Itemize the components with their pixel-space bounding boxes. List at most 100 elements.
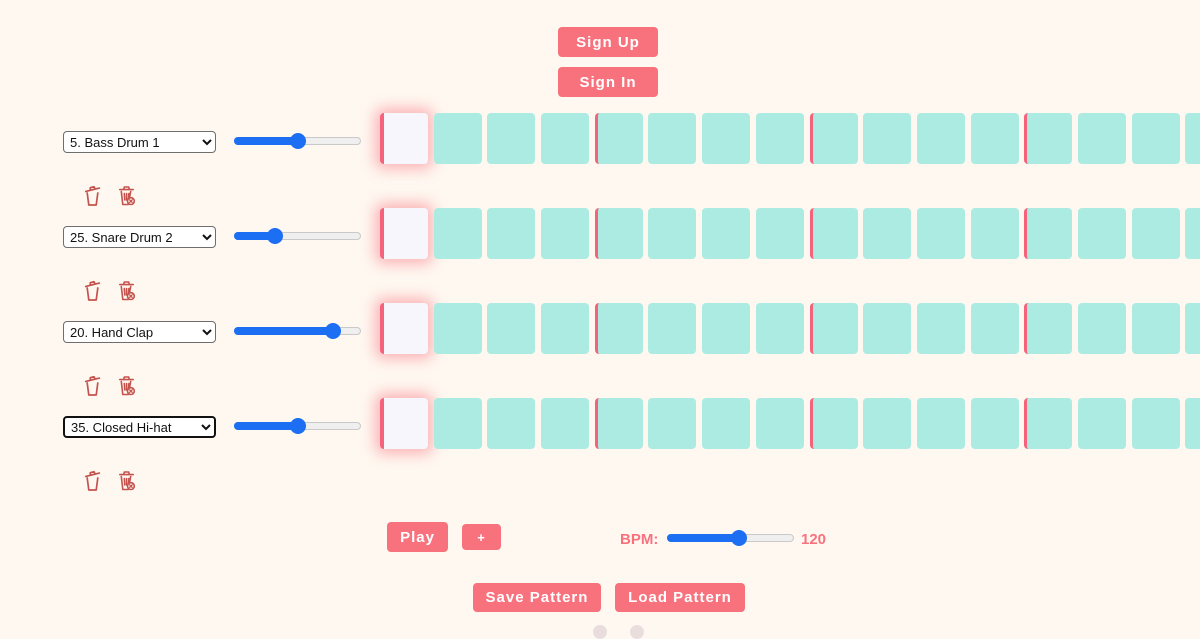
step-cell[interactable] [648,208,697,259]
bpm-slider[interactable] [667,530,794,546]
step-cell[interactable] [863,113,912,164]
step-cell[interactable] [1131,398,1180,449]
step-cell[interactable] [755,208,804,259]
delete-track-button[interactable] [116,374,137,397]
step-cell[interactable] [433,208,482,259]
instrument-select[interactable]: 25. Snare Drum 2 [63,226,216,248]
step-cell[interactable] [809,208,858,259]
step-cell[interactable] [541,398,590,449]
step-cell[interactable] [916,303,965,354]
clear-track-button[interactable] [82,469,103,492]
delete-track-button[interactable] [116,469,137,492]
trash-open-lid-icon [82,374,103,397]
clear-track-button[interactable] [82,279,103,302]
slider-thumb[interactable] [289,418,306,434]
step-cell[interactable] [1185,303,1200,354]
bpm-value: 120 [801,531,827,548]
volume-slider[interactable] [234,323,361,339]
step-cell[interactable] [380,398,428,449]
step-cell[interactable] [970,303,1019,354]
step-cell[interactable] [594,398,643,449]
delete-track-button[interactable] [116,279,137,302]
sign-up-button[interactable]: Sign Up [558,27,658,57]
step-cell[interactable] [809,303,858,354]
clipped-bottom-button[interactable] [630,625,644,639]
step-cell[interactable] [648,113,697,164]
save-pattern-button[interactable]: Save Pattern [473,583,601,612]
step-cell[interactable] [702,398,751,449]
slider-thumb[interactable] [325,323,342,339]
step-cell[interactable] [755,303,804,354]
step-cell[interactable] [487,113,536,164]
delete-track-button[interactable] [116,184,137,207]
sequencer-track: 5. Bass Drum 1 [0,113,1200,208]
step-cell[interactable] [1077,303,1126,354]
step-cell[interactable] [702,113,751,164]
step-cell[interactable] [487,208,536,259]
step-cell[interactable] [594,113,643,164]
step-cell[interactable] [1185,208,1200,259]
instrument-select[interactable]: 35. Closed Hi-hat [63,416,216,438]
instrument-select[interactable]: 5. Bass Drum 1 [63,131,216,153]
sequencer-track: 25. Snare Drum 2 [0,208,1200,303]
volume-slider[interactable] [234,133,361,149]
step-cell[interactable] [863,208,912,259]
step-cell[interactable] [487,398,536,449]
step-cell[interactable] [433,398,482,449]
step-cell[interactable] [863,303,912,354]
step-cell[interactable] [1024,398,1073,449]
step-cell[interactable] [380,303,428,354]
step-cell[interactable] [1024,113,1073,164]
step-cell[interactable] [541,303,590,354]
volume-slider[interactable] [234,228,361,244]
step-cell[interactable] [541,113,590,164]
volume-slider[interactable] [234,418,361,434]
clipped-bottom-button[interactable] [593,625,607,639]
step-cell[interactable] [380,113,428,164]
instrument-select[interactable]: 20. Hand Clap [63,321,216,343]
step-cell[interactable] [1185,113,1200,164]
step-cell[interactable] [809,113,858,164]
step-cell[interactable] [1131,303,1180,354]
step-cell[interactable] [1024,303,1073,354]
step-cell[interactable] [1077,113,1126,164]
clear-track-button[interactable] [82,184,103,207]
sign-in-button[interactable]: Sign In [558,67,658,97]
play-button[interactable]: Play [387,522,448,552]
bpm-label: BPM: [620,531,659,548]
step-cell[interactable] [755,113,804,164]
step-cell[interactable] [648,398,697,449]
step-cell[interactable] [970,208,1019,259]
add-track-button[interactable]: + [462,524,501,550]
step-cell[interactable] [541,208,590,259]
step-cell[interactable] [970,113,1019,164]
load-pattern-button[interactable]: Load Pattern [615,583,745,612]
step-cell[interactable] [809,398,858,449]
step-cell[interactable] [863,398,912,449]
step-cell[interactable] [1024,208,1073,259]
step-cell[interactable] [702,303,751,354]
slider-thumb[interactable] [731,530,748,546]
clear-track-button[interactable] [82,374,103,397]
slider-fill [234,422,298,430]
step-cell[interactable] [702,208,751,259]
step-cell[interactable] [755,398,804,449]
step-cell[interactable] [433,113,482,164]
step-cell[interactable] [916,398,965,449]
step-cell[interactable] [916,208,965,259]
step-cell[interactable] [916,113,965,164]
step-cell[interactable] [380,208,428,259]
step-cell[interactable] [1131,208,1180,259]
step-cell[interactable] [1077,208,1126,259]
step-cell[interactable] [433,303,482,354]
step-cell[interactable] [1131,113,1180,164]
slider-thumb[interactable] [289,133,306,149]
step-cell[interactable] [594,208,643,259]
step-cell[interactable] [594,303,643,354]
step-cell[interactable] [1077,398,1126,449]
step-cell[interactable] [970,398,1019,449]
step-cell[interactable] [487,303,536,354]
step-cell[interactable] [648,303,697,354]
step-cell[interactable] [1185,398,1200,449]
slider-thumb[interactable] [266,228,283,244]
